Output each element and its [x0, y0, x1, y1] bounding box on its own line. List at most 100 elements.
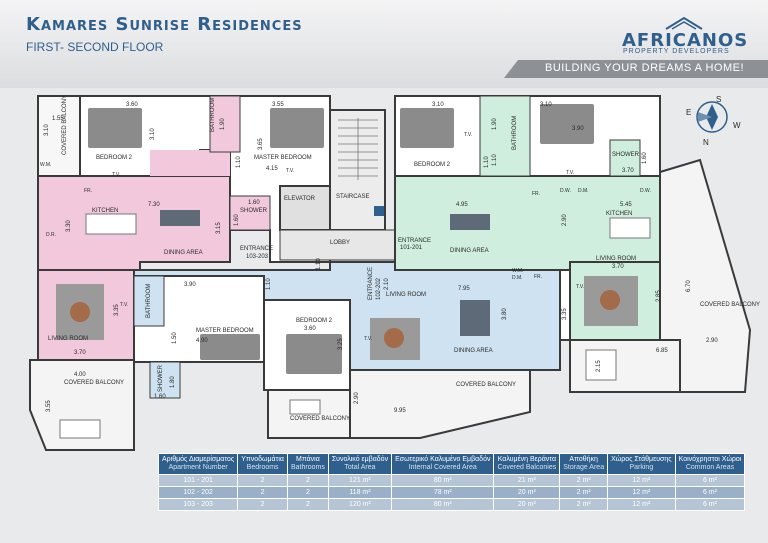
dimension: 4.00: [74, 372, 86, 378]
room-label: BEDROOM 2: [96, 155, 133, 161]
bed-icon: [88, 108, 142, 148]
dimension: 6.70: [686, 280, 692, 292]
table-cell: 2 m²: [559, 486, 609, 499]
dimension: 3.80: [502, 308, 508, 320]
table-cell: 2: [237, 474, 288, 487]
dimension: 7.30: [148, 202, 160, 208]
dimension: 3.70: [622, 168, 634, 174]
washing-machine-mark: W.M.: [40, 162, 51, 168]
shower-102: [149, 361, 181, 399]
house-roof-icon: [665, 16, 703, 30]
dimension: 3.90: [184, 282, 196, 288]
room-label: DINING AREA: [164, 250, 203, 256]
dimension: 7.95: [458, 286, 470, 292]
room-label: KITCHEN: [606, 211, 632, 217]
table-cell: 102 - 202: [157, 486, 239, 499]
dishwasher-mark: D.M.: [578, 188, 589, 194]
tv-mark: T.V.: [566, 170, 574, 176]
balcony-bottom-right: [349, 369, 531, 439]
dishwasher-mark: D.W.: [560, 188, 571, 194]
table-cell: 2 m²: [559, 498, 609, 511]
dimension: 1.10: [266, 278, 272, 290]
outdoor-sofa-icon: [585, 349, 617, 381]
table-cell: 6 m²: [674, 474, 746, 487]
elevator-shaft: [279, 185, 331, 231]
compass-n: N: [703, 138, 709, 147]
table-cell: 20 m²: [493, 486, 561, 499]
room-label: STAIRCASE: [336, 194, 370, 200]
slogan-text: BUILDING YOUR DREAMS A HOME!: [545, 62, 745, 74]
room-label: BEDROOM 2: [296, 318, 333, 324]
stair-steps: [338, 118, 378, 180]
dimension: 3.15: [216, 222, 222, 234]
room-label: LIVING ROOM: [596, 256, 636, 262]
room-label: SHOWER: [612, 152, 640, 158]
dishwasher-mark: D.M.: [512, 275, 523, 281]
dimension: 4.15: [266, 166, 278, 172]
compass-e: E: [686, 108, 691, 117]
dimension: 3.60: [126, 102, 138, 108]
compass-w: W: [733, 121, 741, 130]
coffee-table-icon: [70, 302, 90, 322]
dining-table-icon: [460, 300, 490, 336]
dimension: 2.85: [656, 290, 662, 302]
dimension: 1.60: [642, 152, 648, 164]
table-cell: 2: [237, 498, 288, 511]
table-cell: 12 m²: [607, 474, 676, 487]
wheelchair-icon: [374, 206, 384, 216]
table-cell: 103 - 203: [157, 498, 239, 511]
dimension: 1.60: [234, 214, 240, 226]
room-label: COVERED BALCONY: [62, 95, 68, 155]
room-label: BEDROOM 2: [414, 162, 451, 168]
room-label: 101-201: [400, 245, 423, 251]
room-label: ENTRANCE: [398, 238, 431, 244]
bed-icon: [540, 104, 594, 144]
room-label: MASTER BEDROOM: [254, 155, 312, 161]
room-label: ENTRANCE: [240, 246, 273, 252]
dimension: 1.90: [492, 118, 498, 130]
compass-s: S: [716, 95, 721, 104]
dimension: 1.80: [170, 376, 176, 388]
room-label: BATHROOM: [210, 98, 216, 132]
shower-103: [229, 195, 271, 231]
kitchen-island-icon: [609, 217, 651, 239]
table-cell: 2 m²: [559, 474, 609, 487]
dimension: 2.90: [562, 214, 568, 226]
table-cell: 2: [286, 486, 329, 499]
table-cell: 2: [237, 486, 288, 499]
brand-subtitle: PROPERTY DEVELOPERS: [623, 48, 730, 55]
tv-mark: T.V.: [286, 168, 294, 174]
dimension: 1.10: [484, 156, 490, 168]
dryer-mark: D.R.: [46, 232, 56, 238]
floor-subtitle: FIRST- SECOND FLOOR: [26, 40, 164, 54]
dimension: 3.10: [540, 102, 552, 108]
table-cell: 80 m²: [391, 474, 495, 487]
table-cell: 80 m²: [391, 498, 495, 511]
table-cell: 2: [286, 474, 329, 487]
room-label: DINING AREA: [454, 348, 493, 354]
room-label: ENTRANCE: [368, 267, 374, 300]
room-label: BATHROOM: [512, 116, 518, 150]
dimension: 3.55: [272, 102, 284, 108]
dimension: 1.50: [172, 332, 178, 344]
dimension: 3.90: [572, 126, 584, 132]
room-label: COVERED BALCONY: [64, 380, 124, 386]
room-label: COVERED BALCONY: [290, 416, 350, 422]
room-label: SHOWER: [240, 208, 268, 214]
outdoor-sofa-icon: [59, 419, 101, 439]
washing-machine-mark: W.M.: [512, 268, 523, 274]
dimension: 3.25: [338, 338, 344, 350]
hall-103: [150, 150, 230, 176]
dimension: 1.10: [316, 258, 322, 270]
dimension: 6.85: [656, 348, 668, 354]
fridge-mark: FR.: [532, 191, 540, 197]
dimension: 1.10: [492, 154, 498, 166]
dimension: 3.35: [562, 308, 568, 320]
